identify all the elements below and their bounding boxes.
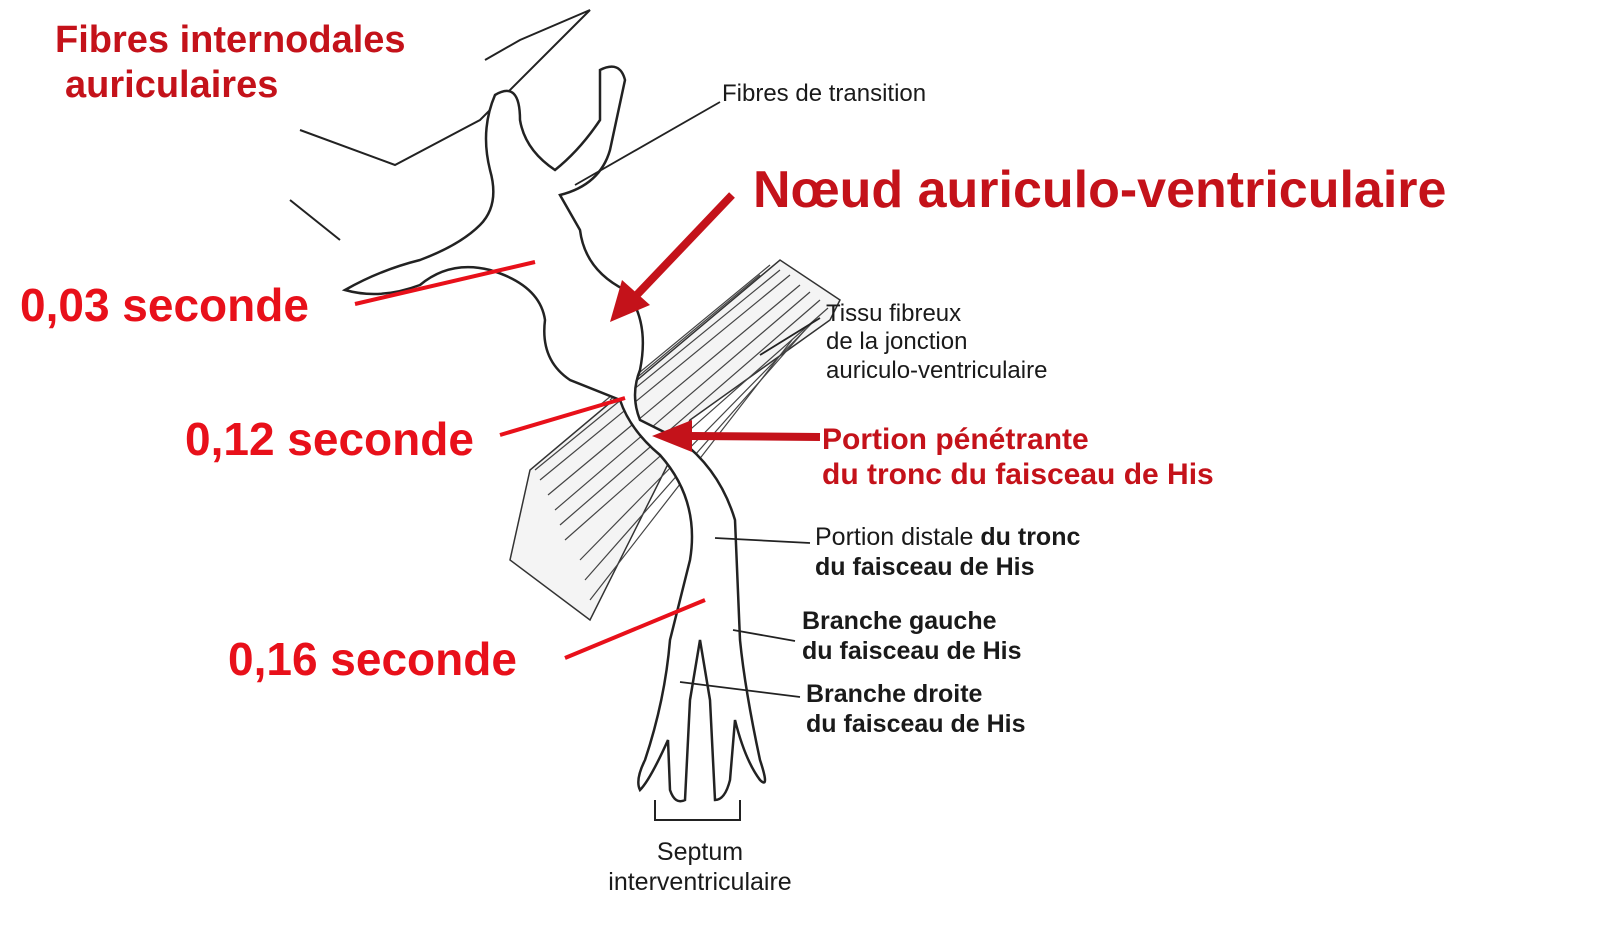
- label-portion-distale-part-b: du tronc: [973, 523, 1080, 551]
- label-portion-distale-line2: du faisceau de His: [815, 553, 1080, 583]
- label-portion-penetrante: Portion pénétrante du tronc du faisceau …: [822, 422, 1214, 493]
- label-time-016: 0,16 seconde: [228, 632, 517, 686]
- label-time-003: 0,03 seconde: [20, 278, 309, 332]
- label-portion-penetrante-line1: Portion pénétrante: [822, 422, 1214, 457]
- label-septum-line1: Septum: [595, 838, 805, 868]
- label-tissu-line1: Tissu fibreux: [826, 300, 1047, 328]
- label-fibres-internodales: Fibres internodales auriculaires: [55, 18, 406, 108]
- label-portion-distale-line1: Portion distale du tronc: [815, 523, 1080, 553]
- label-septum: Septum interventriculaire: [595, 838, 805, 897]
- label-portion-penetrante-line2: du tronc du faisceau de His: [822, 457, 1214, 492]
- label-branche-gauche-line1: Branche gauche: [802, 607, 1022, 637]
- label-branche-gauche: Branche gauche du faisceau de His: [802, 607, 1022, 666]
- label-fibres-internodales-line2: auriculaires: [55, 63, 406, 108]
- label-branche-droite-line1: Branche droite: [806, 680, 1026, 710]
- septum-bracket: [655, 800, 740, 820]
- label-branche-droite: Branche droite du faisceau de His: [806, 680, 1026, 739]
- label-fibres-internodales-line1: Fibres internodales: [55, 18, 406, 63]
- label-portion-distale: Portion distale du tronc du faisceau de …: [815, 523, 1080, 582]
- label-tissu-line3: auriculo-ventriculaire: [826, 357, 1047, 385]
- label-time-012: 0,12 seconde: [185, 412, 474, 466]
- label-branche-droite-line2: du faisceau de His: [806, 710, 1026, 740]
- label-noeud-auriculo-ventriculaire: Nœud auriculo-ventriculaire: [753, 160, 1446, 221]
- label-tissu-fibreux: Tissu fibreux de la jonction auriculo-ve…: [826, 300, 1047, 385]
- label-tissu-line2: de la jonction: [826, 328, 1047, 356]
- label-septum-line2: interventriculaire: [595, 868, 805, 898]
- label-fibres-transition: Fibres de transition: [722, 80, 926, 108]
- label-branche-gauche-line2: du faisceau de His: [802, 637, 1022, 667]
- label-portion-distale-part-a: Portion distale: [815, 523, 973, 551]
